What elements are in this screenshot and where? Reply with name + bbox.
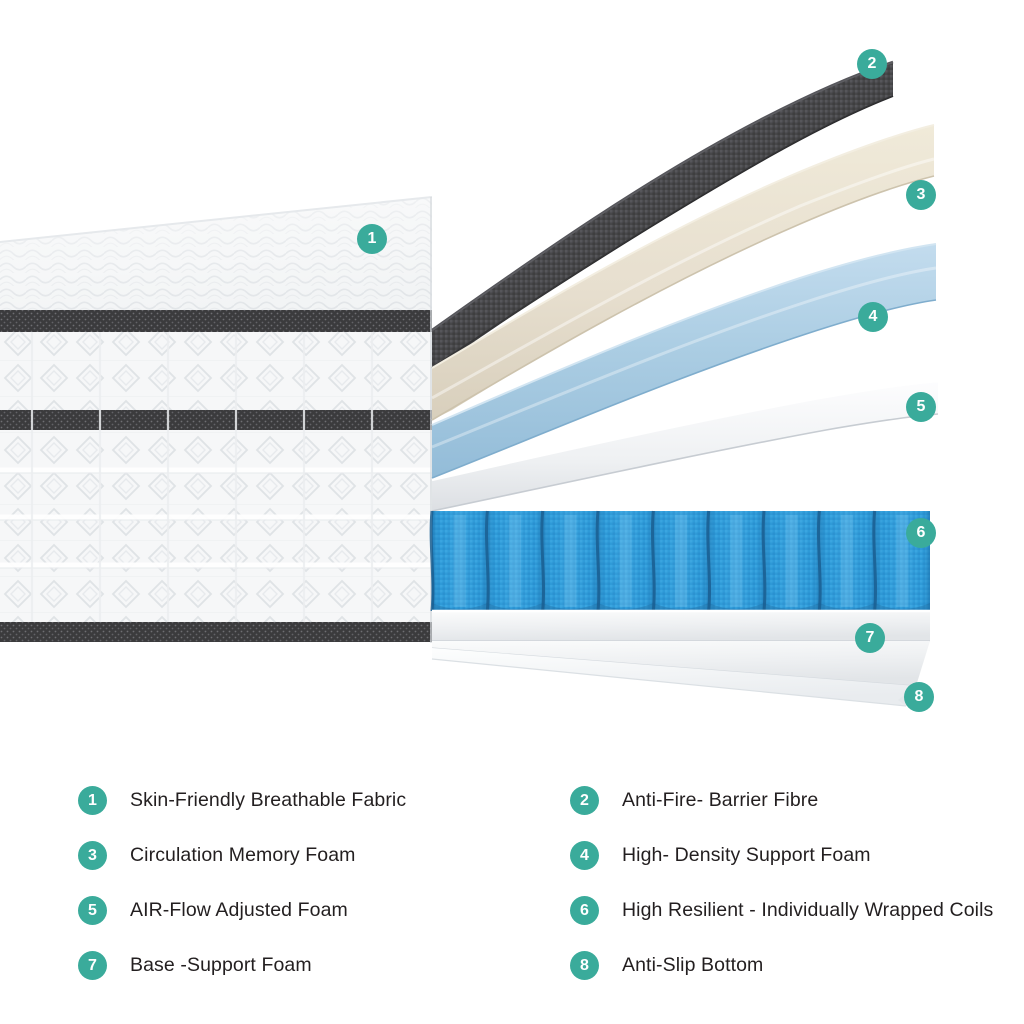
legend-label-6: High Resilient - Individually Wrapped Co… bbox=[622, 899, 993, 922]
legend-row-3[interactable]: 3 Circulation Memory Foam bbox=[78, 828, 548, 883]
legend-label-3: Circulation Memory Foam bbox=[130, 844, 356, 867]
legend-row-6[interactable]: 6 High Resilient - Individually Wrapped C… bbox=[570, 883, 1020, 938]
legend-badge-8: 8 bbox=[570, 951, 599, 980]
legend-label-5: AIR-Flow Adjusted Foam bbox=[130, 899, 348, 922]
layer-individually-wrapped-coils bbox=[431, 511, 930, 611]
legend-column-right: 2 Anti-Fire- Barrier Fibre 4 High- Density … bbox=[570, 773, 1020, 993]
callout-badge-1[interactable]: 1 bbox=[357, 224, 387, 254]
legend-label-4: High- Density Support Foam bbox=[622, 844, 871, 867]
layer-legend: 1 Skin-Friendly Breathable Fabric 3 Circula… bbox=[0, 745, 1024, 1024]
legend-badge-4: 4 bbox=[570, 841, 599, 870]
legend-label-2: Anti-Fire- Barrier Fibre bbox=[622, 789, 818, 812]
legend-column-left: 1 Skin-Friendly Breathable Fabric 3 Circula… bbox=[78, 773, 548, 993]
legend-badge-1: 1 bbox=[78, 786, 107, 815]
legend-label-1: Skin-Friendly Breathable Fabric bbox=[130, 789, 406, 812]
callout-badge-5[interactable]: 5 bbox=[906, 392, 936, 422]
legend-badge-3: 3 bbox=[78, 841, 107, 870]
callout-badge-6[interactable]: 6 bbox=[906, 518, 936, 548]
legend-badge-2: 2 bbox=[570, 786, 599, 815]
legend-row-5[interactable]: 5 AIR-Flow Adjusted Foam bbox=[78, 883, 548, 938]
legend-row-1[interactable]: 1 Skin-Friendly Breathable Fabric bbox=[78, 773, 548, 828]
callout-badge-7[interactable]: 7 bbox=[855, 623, 885, 653]
mattress-block bbox=[0, 197, 432, 643]
legend-badge-7: 7 bbox=[78, 951, 107, 980]
mattress-layer-diagram: 1 2 3 4 5 6 78 bbox=[0, 0, 1024, 745]
legend-label-8: Anti-Slip Bottom bbox=[622, 954, 763, 977]
callout-badge-2[interactable]: 2 bbox=[857, 49, 887, 79]
legend-label-7: Base -Support Foam bbox=[130, 954, 312, 977]
legend-row-8[interactable]: 8 Anti-Slip Bottom bbox=[570, 938, 1020, 993]
legend-badge-5: 5 bbox=[78, 896, 107, 925]
callout-badge-8[interactable]: 8 bbox=[904, 682, 934, 712]
legend-badge-6: 6 bbox=[570, 896, 599, 925]
legend-row-7[interactable]: 7 Base -Support Foam bbox=[78, 938, 548, 993]
legend-row-4[interactable]: 4 High- Density Support Foam bbox=[570, 828, 1020, 883]
callout-badge-4[interactable]: 4 bbox=[858, 302, 888, 332]
callout-badge-3[interactable]: 3 bbox=[906, 180, 936, 210]
legend-row-2[interactable]: 2 Anti-Fire- Barrier Fibre bbox=[570, 773, 1020, 828]
